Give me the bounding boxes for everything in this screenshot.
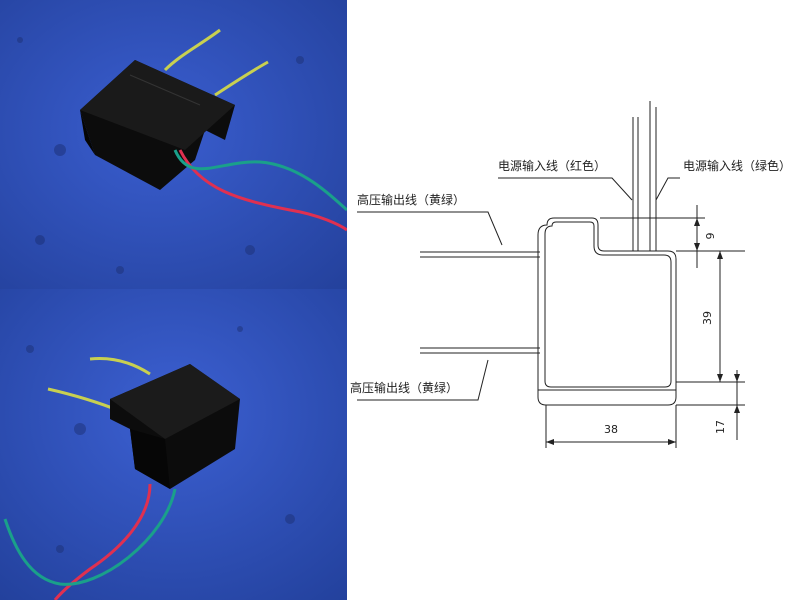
yellow-green-wire [214, 60, 269, 97]
green-wire [173, 149, 347, 212]
leader-hv-bottom [357, 359, 489, 401]
product-photo-bottom [0, 289, 347, 600]
dim-value-body-height: 39 [701, 311, 714, 325]
yellow-green-wire [89, 357, 151, 376]
cloth-texture [26, 326, 295, 553]
dim-value-base: 17 [714, 420, 727, 434]
dimension-arrows [546, 218, 740, 445]
dim-value-width: 38 [604, 423, 618, 436]
cloth-texture [17, 37, 304, 274]
module-body [110, 364, 240, 489]
product-photo-top [0, 0, 347, 289]
photo-column [0, 0, 347, 600]
label-hv-top: 高压输出线（黄绿） [357, 192, 465, 207]
red-wire [53, 483, 152, 600]
module-outline-outer [537, 217, 677, 406]
yellow-green-wire [163, 28, 221, 72]
label-power-green: 电源输入线（绿色） [683, 158, 791, 173]
module-outline-inner [544, 221, 672, 388]
leader-power-red [498, 177, 633, 201]
label-hv-bottom: 高压输出线（黄绿） [350, 380, 458, 395]
red-wire [178, 149, 347, 232]
dim-value-notch: 9 [704, 233, 717, 240]
dimension-drawing-svg: 电源输入线（红色） 电源输入线（绿色） 高压输出线（黄绿） 高压输出线（黄绿） … [350, 101, 791, 448]
green-wire [3, 488, 177, 586]
module-body [80, 60, 235, 190]
technical-drawing: 电源输入线（红色） 电源输入线（绿色） 高压输出线（黄绿） 高压输出线（黄绿） … [347, 0, 800, 600]
leader-hv-top [357, 211, 503, 246]
label-power-red: 电源输入线（红色） [498, 158, 606, 173]
leader-power-green [655, 177, 680, 201]
